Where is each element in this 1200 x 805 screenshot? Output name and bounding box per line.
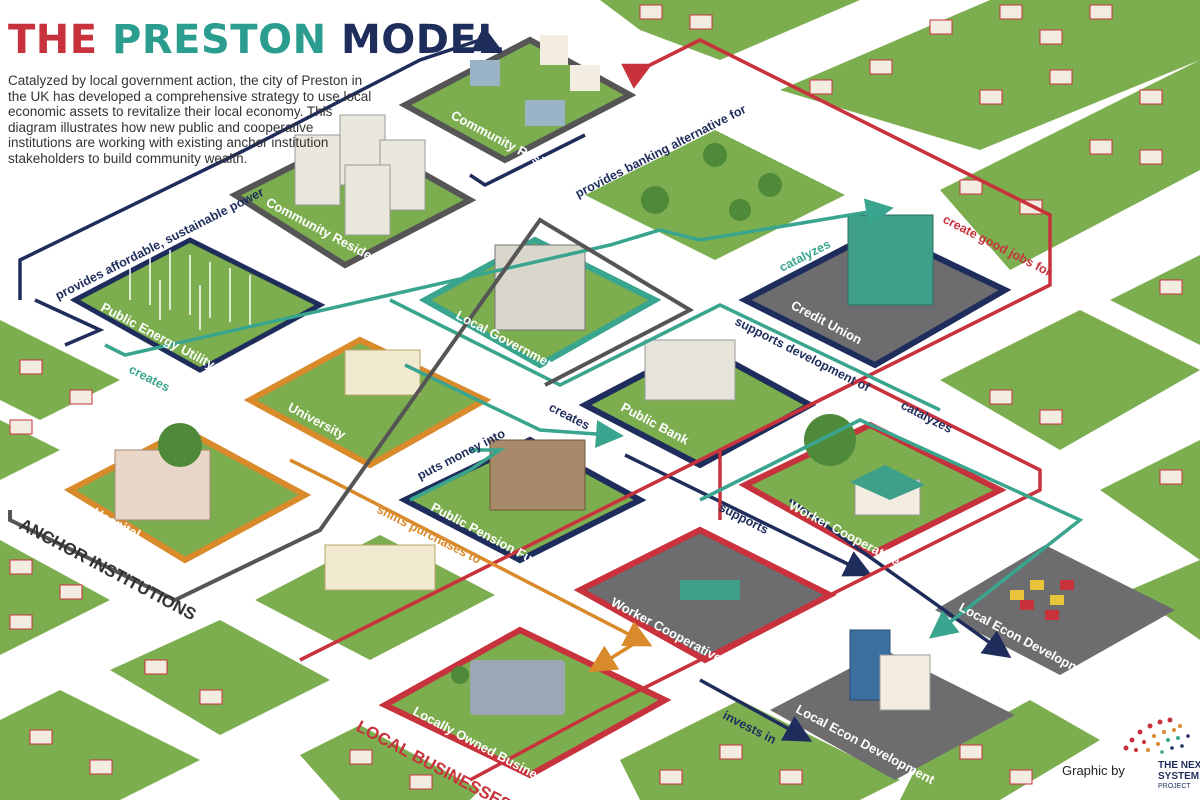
line-puts-money: [409, 448, 506, 502]
line-creates-bank: [404, 363, 624, 448]
title-word-2: PRESTON: [112, 17, 327, 63]
logo-line-2: SYSTEM: [1158, 771, 1199, 782]
graphic-by-label: Graphic by: [1062, 763, 1125, 778]
line-supports: [624, 453, 873, 577]
intro-text: Catalyzed by local government action, th…: [8, 73, 372, 166]
line-catalyzes-wc: [699, 418, 1084, 639]
node-tiles: [63, 35, 1175, 780]
page-title: THE PRESTON MODEL: [8, 20, 503, 60]
rel-supports: supports: [717, 500, 771, 537]
logo-line-3: PROJECT: [1158, 783, 1191, 790]
line-local-biz-red: [299, 378, 1042, 782]
line-anchor-bracket: [8, 217, 695, 603]
line-supports-dev: [389, 298, 941, 412]
line-banking-alt: [469, 133, 586, 188]
line-provides-power: [18, 40, 490, 300]
rel-creates-energy: creates: [127, 362, 172, 394]
tile-university: [243, 336, 492, 469]
line-creates-energy: [104, 198, 894, 357]
line-shifts-purchases: [289, 458, 653, 647]
connections: [8, 40, 1084, 782]
tile-local-econ-dev-bottom: [770, 650, 1015, 780]
logo-line-1: THE NEXT: [1158, 760, 1200, 771]
line-invests: [699, 678, 813, 742]
title-word-1: THE: [8, 17, 98, 63]
background-houses: [9, 4, 1183, 790]
next-system-project-logo: THE NEXT SYSTEM PROJECT: [1118, 708, 1200, 796]
title-word-3: MODEL: [340, 17, 504, 63]
